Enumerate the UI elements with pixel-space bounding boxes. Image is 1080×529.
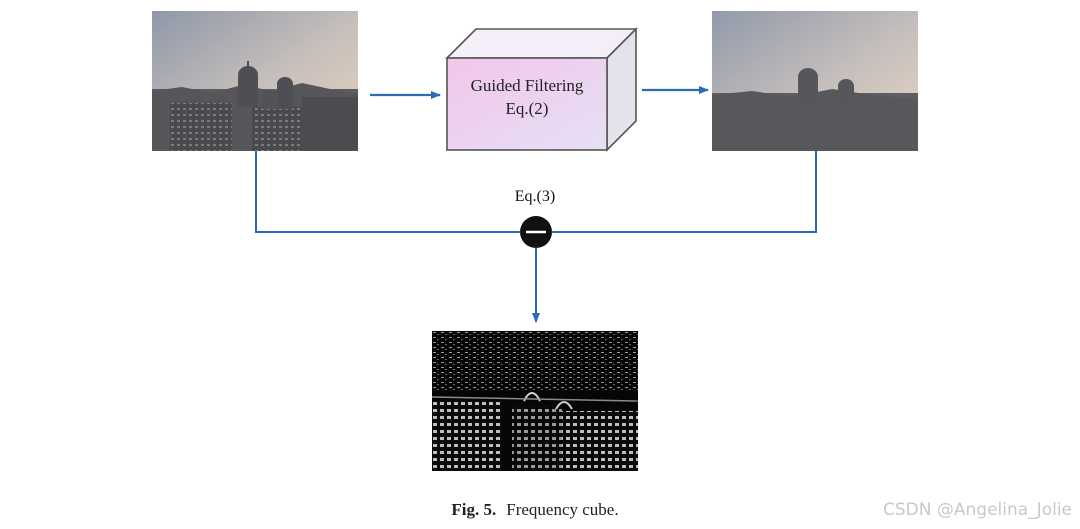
watermark: CSDN @Angelina_Jolie xyxy=(883,500,1072,520)
figure-caption: Fig. 5. Frequency cube. xyxy=(0,500,1070,520)
filtered-image xyxy=(712,11,918,151)
guided-filtering-cube xyxy=(445,27,638,152)
process-box-line2: Eq.(2) xyxy=(505,99,549,118)
operator-label: Eq.(3) xyxy=(514,188,556,205)
input-image xyxy=(152,11,358,151)
process-box-label: Guided Filtering Eq.(2) xyxy=(452,74,602,120)
high-frequency-image xyxy=(432,331,638,471)
connector-output-to-operator xyxy=(552,151,817,233)
figure-number: Fig. 5. xyxy=(451,500,497,519)
connector-input-to-operator xyxy=(255,151,520,233)
caption-text: Frequency cube. xyxy=(506,500,619,519)
minus-operator-icon xyxy=(520,216,552,248)
process-box-line1: Guided Filtering xyxy=(470,76,584,95)
